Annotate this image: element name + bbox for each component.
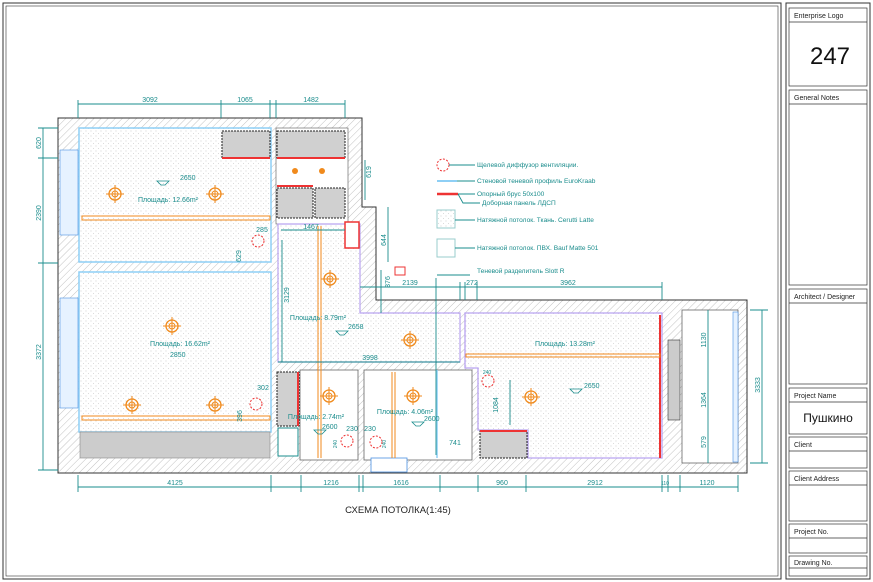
dim-inner: 230: [346, 426, 358, 433]
vent-diffuser-icon: [436, 158, 450, 172]
room-height: 2650: [180, 175, 196, 182]
dim-inner: 230: [364, 426, 376, 433]
room-3: [464, 312, 663, 459]
title-block: Enterprise Logo 247 General Notes Archit…: [794, 13, 856, 567]
dim-right: 1130: [701, 332, 708, 347]
balcony: [681, 309, 739, 464]
dim-inner: 240: [483, 370, 492, 376]
client-address-label: Client Address: [794, 476, 840, 483]
room-area: Площадь: 13.28m²: [535, 341, 596, 348]
drawing-title: СХЕМА ПОТОЛКА(1:45): [345, 505, 451, 516]
dim-middle: 272: [466, 280, 478, 287]
dim-inner: 629: [236, 250, 243, 262]
fabric-ceiling-icon: [436, 209, 456, 229]
window-2: [59, 297, 79, 409]
dim-inner: 396: [237, 410, 244, 422]
dim-inner: 3998: [362, 355, 378, 362]
bathroom-2: [363, 369, 473, 461]
drawing-no-label: Drawing No.: [794, 560, 833, 567]
room-height: 2600: [424, 416, 440, 423]
legend-label: Опорный брус 50x100: [477, 190, 545, 198]
dim-inner: 302: [257, 385, 269, 392]
dim-inner: 376: [385, 276, 392, 288]
drawing-frame: [2, 2, 782, 580]
room-height: 2850: [170, 352, 186, 359]
project-name-value: Пушкино: [803, 411, 853, 425]
room-2: [78, 271, 272, 433]
dim-left: 2390: [36, 205, 43, 221]
general-notes-label: General Notes: [794, 95, 840, 102]
legend: Щелевой диффузор вентиляции. Стеновой те…: [436, 158, 599, 275]
legend-label: Стеновой теневой профиль EuroKraab: [477, 177, 596, 185]
dim-inner: 285: [256, 227, 268, 234]
dim-inner: 1084: [493, 397, 500, 413]
vent-icons: [249, 234, 495, 449]
dim-inner: 1467: [303, 224, 319, 231]
dim-top: 1065: [237, 97, 253, 104]
room-area: Площадь: 12.66m²: [138, 197, 199, 204]
dim-bottom: 4125: [167, 480, 183, 487]
dim-bottom: 1616: [393, 480, 409, 487]
architect-label: Architect / Designer: [794, 294, 856, 301]
dim-inner: 619: [366, 166, 373, 178]
enterprise-logo-label: Enterprise Logo: [794, 13, 844, 20]
dim-middle: 2139: [402, 280, 418, 287]
spot-lamp-icon: [292, 168, 298, 174]
entrance-steps: [370, 457, 408, 473]
ceiling-lamp-icons: [105, 168, 541, 415]
shadow-divider-icon legend-label: Теневой разделитель Slott R: [477, 267, 565, 275]
client-label: Client: [794, 442, 812, 449]
dim-top: 3092: [142, 97, 158, 104]
dim-middle: 3962: [560, 280, 576, 287]
enterprise-logo-value: 247: [810, 43, 850, 70]
project-name-label: Project Name: [794, 393, 837, 400]
room-height: 2600: [322, 424, 338, 431]
bathroom-1: [299, 369, 359, 461]
dim-bottom: 1120: [699, 480, 714, 487]
dim-bottom: 960: [496, 480, 508, 487]
room-area: Площадь: 2.74m²: [288, 414, 345, 421]
dim-top: 1482: [303, 97, 319, 104]
dimension-labels: 3092 1065 1482 620 2390 3372 4125 1216 1…: [36, 97, 762, 487]
window-1: [59, 149, 79, 236]
dim-bottom: 110: [661, 481, 669, 487]
room-labels: 2650 Площадь: 12.66m² Площадь: 16.62m² 2…: [138, 175, 600, 435]
room-area: Площадь: 8.79m²: [290, 315, 347, 322]
dim-right: 579: [701, 436, 708, 448]
dim-left: 3372: [36, 344, 43, 360]
dim-right: 3333: [755, 377, 762, 393]
dim-inner: 240: [382, 440, 388, 449]
dim-inner: 741: [449, 440, 461, 447]
pvc-ceiling-icon: [436, 238, 456, 258]
project-no-label: Project No.: [794, 529, 829, 536]
room-height: 2658: [348, 324, 364, 331]
radiator-icon: [394, 266, 406, 276]
dim-left: 620: [36, 137, 43, 149]
title-block-frame: [785, 2, 871, 580]
legend-label: Щелевой диффузор вентиляции.: [477, 161, 578, 169]
dim-bottom: 1216: [323, 480, 339, 487]
dim-inner: 240: [333, 440, 339, 449]
dim-inner: 3129: [284, 287, 291, 303]
legend-label: Натяжной потолок. ПВХ. Bauf Matte 501: [477, 244, 599, 252]
room-height: 2650: [584, 383, 600, 390]
room-area: Площадь: 16.62m²: [150, 341, 211, 348]
dim-bottom: 2912: [587, 480, 603, 487]
ldsp-panel-icon legend-label: Доборная панель ЛДСП: [482, 199, 556, 207]
dim-right: 1364: [701, 392, 708, 408]
spot-lamp-icon: [319, 168, 325, 174]
radiator-strip: [79, 431, 271, 459]
room-area: Площадь: 4.06m²: [377, 409, 434, 416]
dim-inner: 644: [381, 234, 388, 246]
legend-label: Натяжной потолок. Ткань. Cerutti Latte: [477, 216, 594, 224]
